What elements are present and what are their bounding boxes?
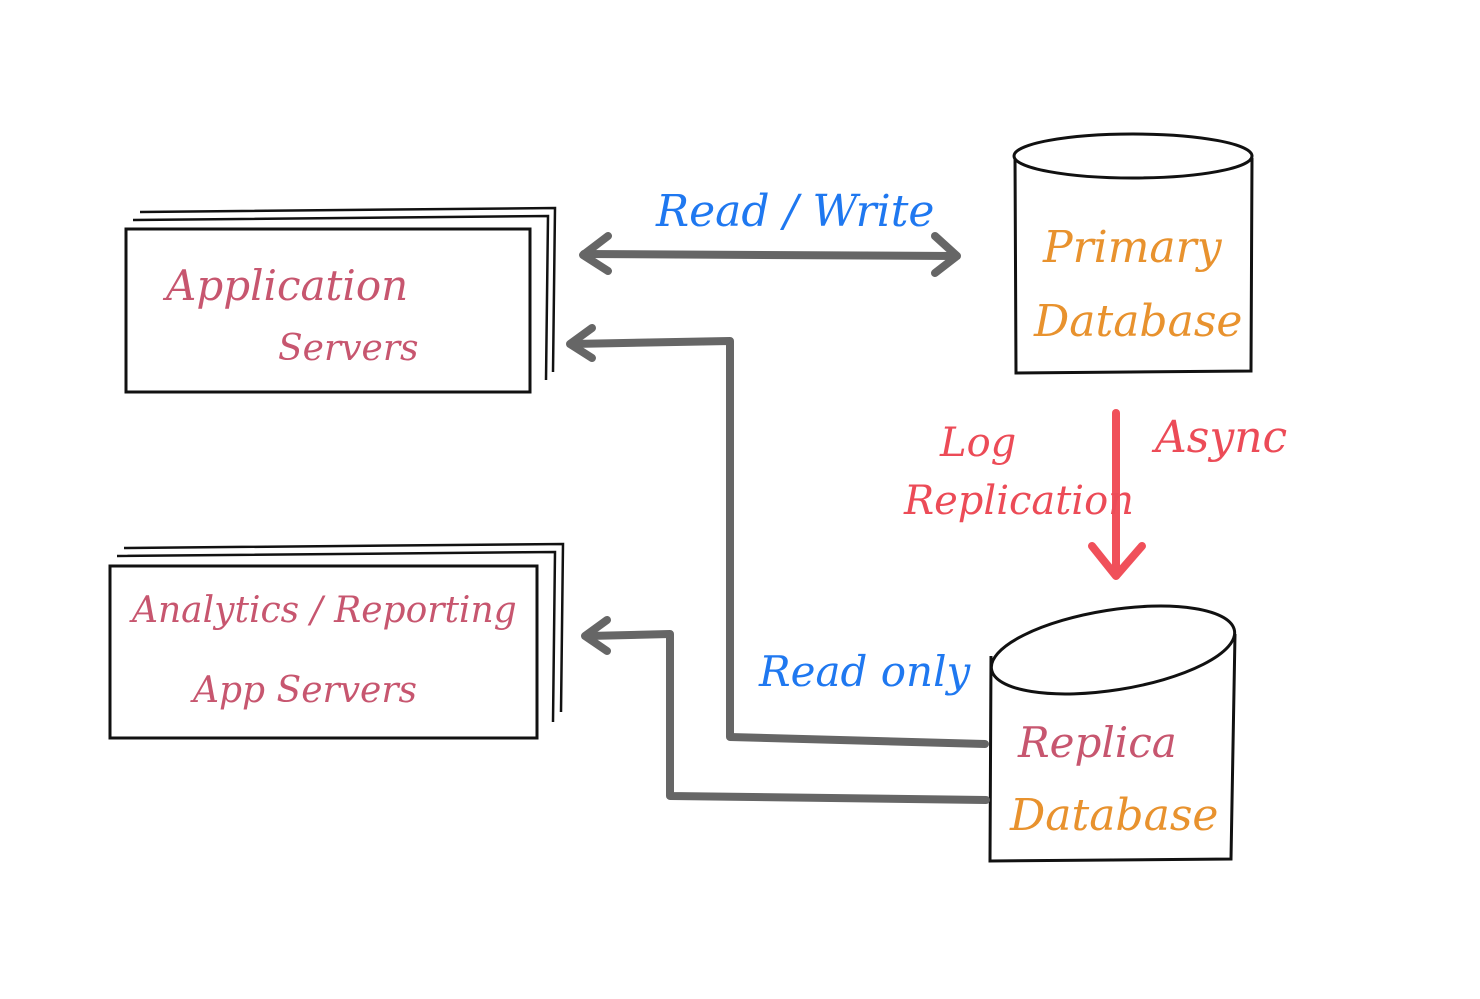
- log-replication-arrow: [1088, 409, 1146, 580]
- log-replication-label-line1: Log: [939, 420, 1016, 466]
- async-label: Async: [1151, 412, 1287, 463]
- read-write-arrow: [579, 232, 961, 277]
- app-servers-label-line1: Application: [162, 261, 408, 310]
- replica-db-label-line2: Database: [1009, 790, 1218, 841]
- replica-database-node: Replica Database: [988, 604, 1237, 863]
- analytics-servers-label-line1: Analytics / Reporting: [129, 590, 517, 631]
- analytics-servers-label-line2: App Servers: [190, 670, 417, 711]
- read-only-label: Read only: [758, 647, 972, 696]
- primary-db-label-line2: Database: [1033, 296, 1242, 347]
- primary-db-label-line1: Primary: [1042, 222, 1223, 273]
- read-write-label: Read / Write: [655, 186, 934, 237]
- log-replication-label-line2: Replication: [903, 478, 1134, 524]
- primary-database-node: Primary Database: [1012, 132, 1254, 375]
- app-servers-label-line2: Servers: [278, 328, 419, 369]
- replica-db-label-line1: Replica: [1017, 718, 1177, 767]
- replica-to-analytics-arrow: [581, 616, 990, 804]
- replica-to-app-arrow: [566, 324, 989, 748]
- analytics-servers-node: Analytics / Reporting App Servers: [108, 542, 565, 740]
- app-servers-node: Application Servers: [124, 206, 557, 394]
